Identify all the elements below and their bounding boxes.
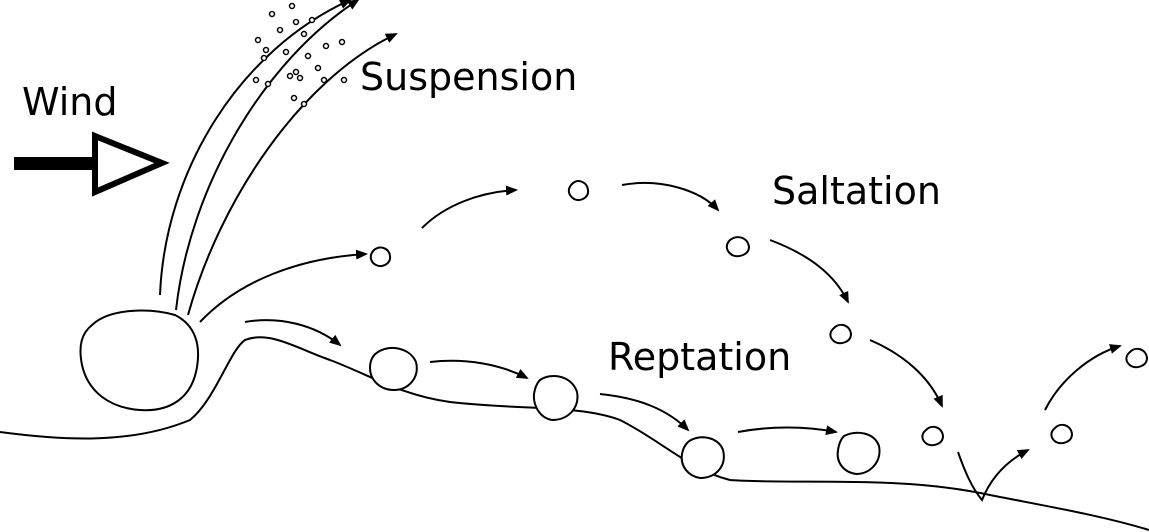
saltation-label: Saltation [772,169,941,213]
suspension-particles [252,2,348,108]
reptation-grain [368,346,418,392]
ground-surface [0,336,1149,531]
saltation-grains [369,180,1149,447]
saltation-paths [199,182,1122,502]
suspension-label: Suspension [360,55,578,99]
wind-label: Wind [22,80,118,124]
saltation-grain [725,236,751,258]
saltation-grain [921,425,945,447]
wind-arrow [14,131,170,197]
saltation-grain [369,246,392,267]
reptation-grain [680,436,725,480]
reptation-grains [368,346,881,480]
suspension-paths [159,0,398,316]
large-grain [79,309,200,412]
reptation-grain [532,375,579,422]
reptation-paths [244,319,838,436]
saltation-grain [567,180,590,201]
reptation-grain [836,431,881,476]
saltation-grain [829,323,853,345]
reptation-label: Reptation [608,335,792,379]
saltation-grain [1050,423,1074,445]
saltation-grain [1125,347,1149,369]
